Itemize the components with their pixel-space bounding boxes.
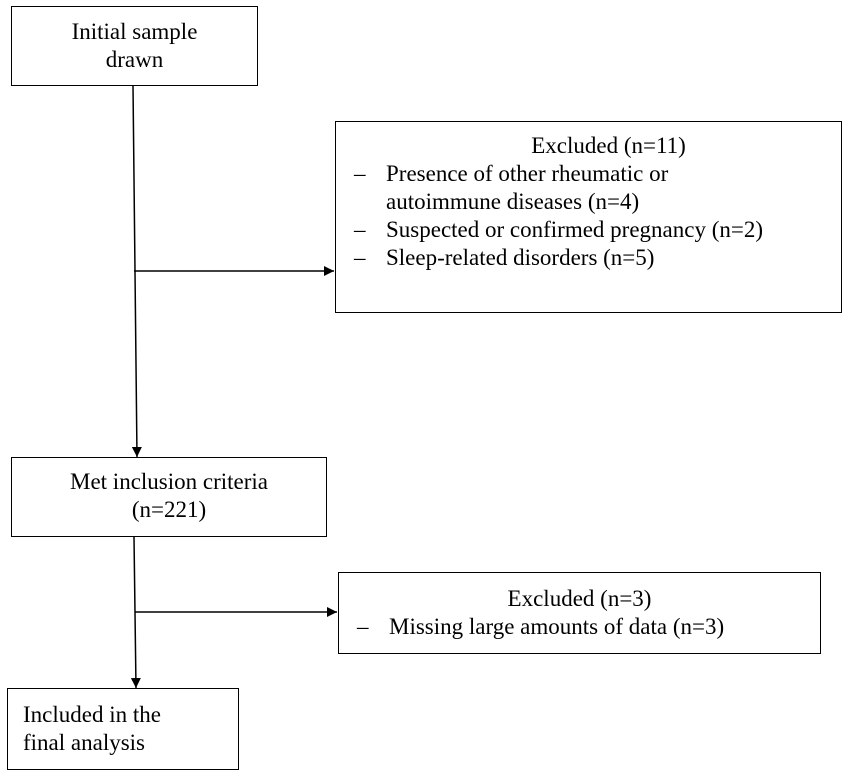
met-inclusion-line-1: Met inclusion criteria xyxy=(70,469,268,494)
excluded-1-item-other-diseases: – Presence of other rheumatic or autoimm… xyxy=(354,161,669,214)
bullet-dash: – xyxy=(354,245,366,270)
excluded-2-item-missing-data: – Missing large amounts of data (n=3) xyxy=(357,614,725,639)
final-analysis-line-2: final analysis xyxy=(23,730,145,755)
met-inclusion-line-2: (n=221) xyxy=(131,497,207,522)
final-analysis-line-1: Included in the xyxy=(23,702,161,727)
final-analysis-box: Included in the final analysis xyxy=(7,688,239,770)
met-inclusion-box: Met inclusion criteria (n=221) xyxy=(11,457,327,537)
excluded-box-2: Excluded (n=3) – Missing large amounts o… xyxy=(338,572,821,654)
initial-sample-line-1: Initial sample xyxy=(71,19,198,44)
excluded-1-item-sleep-disorders: – Sleep-related disorders (n=5) xyxy=(354,245,655,270)
bullet-dash: – xyxy=(354,217,366,242)
excluded-2-title: Excluded (n=3) xyxy=(507,586,652,611)
excluded-1-item-pregnancy: – Suspected or confirmed pregnancy (n=2) xyxy=(354,217,764,242)
bullet-dash: – xyxy=(354,161,366,186)
excluded-1-title: Excluded (n=11) xyxy=(531,133,686,158)
bullet-dash: – xyxy=(357,614,369,639)
initial-sample-box: Initial sample drawn xyxy=(11,6,258,86)
excluded-box-1: Excluded (n=11) – Presence of other rheu… xyxy=(335,121,842,313)
initial-sample-line-2: drawn xyxy=(105,47,164,72)
